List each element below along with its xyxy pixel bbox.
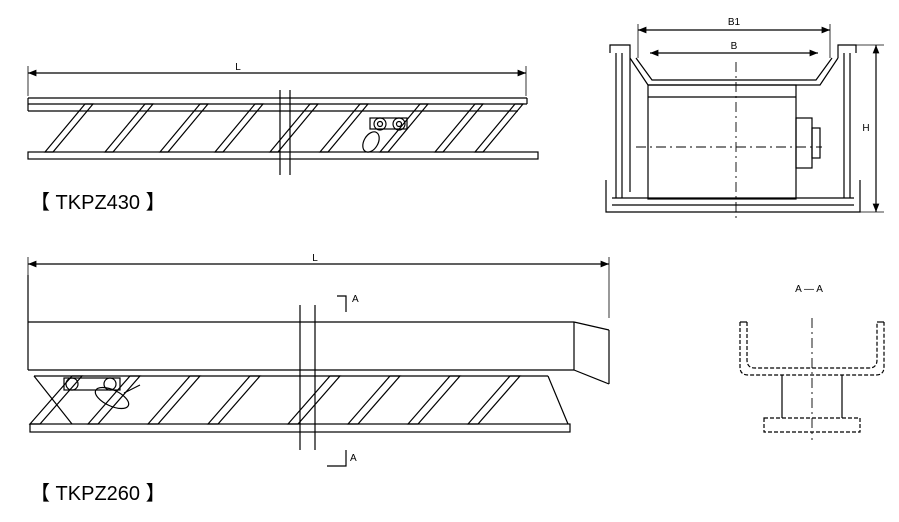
tkpz260-diagonal-ribs [28,375,522,425]
diagonal-rib [318,103,370,153]
diagonal-rib [473,103,525,153]
diagonal-rib [158,103,210,153]
diagonal-rib [268,103,320,153]
section-title: A — A [795,284,823,295]
b-label: B [731,41,738,52]
end-view [605,24,884,222]
b1-label: B1 [728,17,741,28]
tkpz430-diagonal-ribs [43,103,525,153]
tkpz260-caption: 【 TKPZ260 】 [30,483,166,505]
diagonal-rib [43,103,95,153]
end-view-motor [647,84,797,200]
tkpz260-length-label: L [312,253,318,264]
tkpz260-side-view [27,257,610,467]
diagonal-rib [206,375,262,425]
diagonal-rib [406,375,462,425]
tkpz430-motor-assembly [362,117,408,153]
diagonal-rib [433,103,485,153]
section-mark-bottom-label: A [350,453,357,464]
diagonal-rib [213,103,265,153]
h-label: H [862,123,869,134]
tkpz260-motor-assembly [63,377,141,410]
diagonal-rib [86,375,142,425]
diagonal-rib [103,103,155,153]
diagonal-rib [466,375,522,425]
diagonal-rib [346,375,402,425]
diagonal-rib [286,375,342,425]
diagonal-rib [378,103,430,153]
section-mark-top-label: A [352,294,359,305]
tkpz430-bottom-rail [27,151,539,160]
section-mark-bottom-arrow [327,450,347,467]
tkpz430-length-label: L [235,62,241,73]
section-a-a-view [739,318,885,440]
tkpz430-caption: 【 TKPZ430 】 [30,192,166,214]
diagonal-rib [28,375,84,425]
section-mark-top-arrow [337,295,347,312]
diagonal-rib [146,375,202,425]
